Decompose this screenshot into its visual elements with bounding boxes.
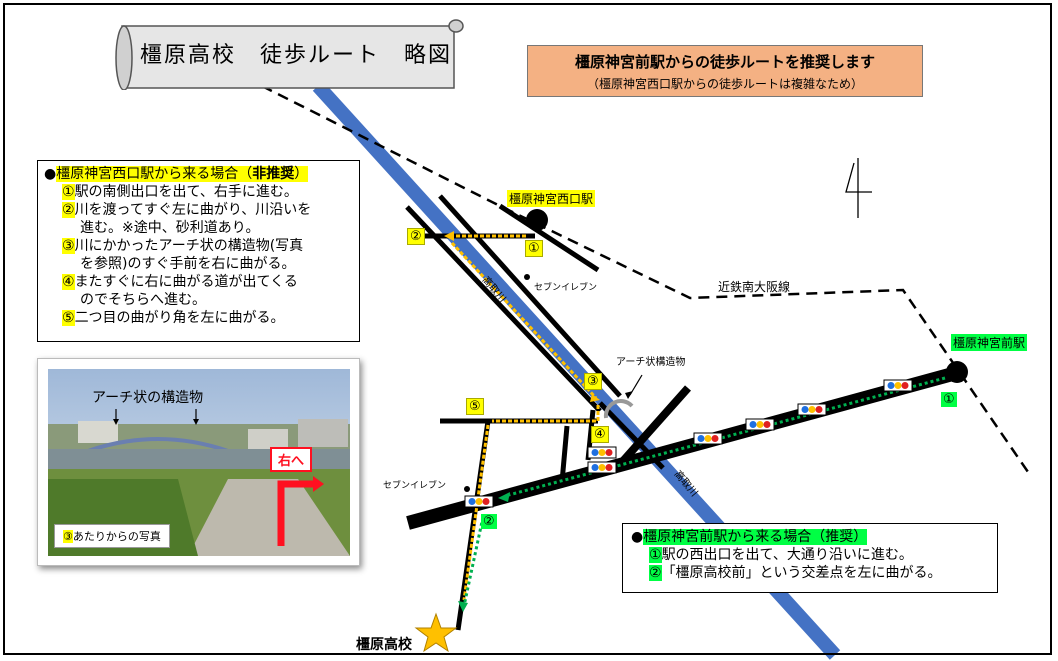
west-step-5: ⑤二つ目の曲がり角を左に曲がる。	[62, 310, 285, 326]
west-step-2-cont: 進む。※途中、砂利道あり。	[80, 220, 260, 236]
page-border	[3, 3, 1052, 655]
recommendation-main: 橿原神宮前駅からの徒歩ルートを推奨します	[574, 53, 875, 71]
traffic-signal-icon	[587, 461, 617, 474]
traffic-signal-icon	[797, 403, 827, 416]
east-route-path	[462, 376, 946, 607]
recommendation-sub: （橿原神宮西口駅からの徒歩ルートは複雑なため）	[586, 77, 863, 91]
west-step-1: ①駅の南側出口を出て、右手に進む。	[62, 184, 298, 200]
marker-east-2: ②	[481, 514, 497, 529]
title-scroll	[115, 19, 464, 90]
west-step-4: ④またすぐに右に曲がる道が出てくる	[62, 274, 298, 290]
convenience-store-icon	[464, 486, 470, 492]
arch-structure-symbol	[603, 399, 634, 419]
marker-west-2: ②	[407, 228, 425, 245]
east-route-instructions: ●橿原神宮前駅から来る場合（推奨） ①駅の西出口を出て、大通り沿いに進む。 ②「…	[622, 523, 998, 593]
page-title: 橿原高校 徒歩ルート 略図	[140, 43, 453, 68]
arch-structure-label: アーチ状構造物	[616, 357, 686, 368]
east-station-label: 橿原神宮前駅	[951, 334, 1028, 351]
photo-arrow-label: 右へ	[270, 447, 313, 472]
west-step-4-cont: のでそちらへ進む。	[80, 292, 206, 308]
east-step-2: ②「橿原高校前」という交差点を左に曲がる。	[649, 565, 942, 581]
seven-eleven-label-2: セブンイレブン	[383, 481, 447, 491]
traffic-signal-icon	[693, 432, 723, 445]
traffic-signal-icon	[464, 495, 494, 508]
traffic-signal-icon	[587, 446, 617, 459]
star-icon	[414, 612, 458, 653]
east-step-1: ①駅の西出口を出て、大通り沿いに進む。	[649, 547, 913, 563]
recommendation-box: 橿原神宮前駅からの徒歩ルートを推奨します （橿原神宮西口駅からの徒歩ルートは複雑…	[527, 45, 923, 97]
west-station-label: 橿原神宮西口駅	[507, 190, 596, 207]
west-step-3: ③川にかかったアーチ状の構造物(写真	[62, 238, 304, 254]
west-route-path	[450, 234, 600, 601]
marker-west-3: ③	[584, 373, 602, 390]
marker-west-5: ⑤	[466, 398, 484, 415]
traffic-signal-icon	[745, 418, 775, 431]
convenience-store-icon	[524, 274, 530, 280]
railway-label: 近鉄南大阪線	[718, 280, 791, 294]
west-step-2: ②川を渡ってすぐ左に曲がり、川沿いを	[62, 202, 312, 218]
railway-line	[261, 84, 1030, 473]
marker-west-1: ①	[525, 240, 543, 257]
photo-arch-label: アーチ状の構造物	[92, 390, 204, 406]
compass-north-icon	[845, 158, 872, 218]
east-station-icon	[946, 361, 968, 383]
west-station-icon	[526, 209, 548, 231]
marker-west-4: ④	[591, 426, 609, 443]
west-route-header: ●橿原神宮西口駅から来る場合（非推奨）	[44, 166, 309, 182]
arch-photo: アーチ状の構造物 右へ ③あたりからの写真	[37, 358, 360, 566]
photo-caption: ③あたりからの写真	[54, 524, 170, 548]
school-label: 橿原高校	[356, 637, 412, 653]
seven-eleven-label-1: セブンイレブン	[534, 283, 598, 293]
traffic-signal-icon	[883, 379, 913, 392]
marker-east-1: ①	[941, 392, 957, 407]
west-route-instructions: ●橿原神宮西口駅から来る場合（非推奨） ①駅の南側出口を出て、右手に進む。 ②川…	[37, 160, 360, 342]
east-route-header: ●橿原神宮前駅から来る場合（推奨）	[631, 529, 868, 545]
west-step-3-cont: を参照)のすぐ手前を右に曲がる。	[80, 256, 296, 272]
